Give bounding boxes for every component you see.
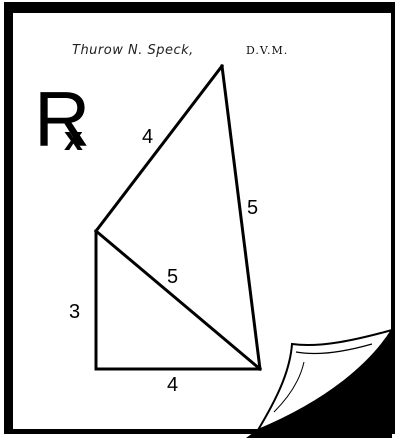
edge-top-left [93, 63, 225, 234]
edge-top-right [220, 64, 262, 371]
rx-cross: x [64, 120, 83, 158]
curl-inner-line [273, 361, 305, 413]
edge-diagonal [93, 228, 263, 372]
label-top-right: 5 [247, 197, 258, 219]
label-top-left: 4 [142, 126, 153, 148]
doctor-name: Thurow N. Speck, [72, 43, 194, 58]
label-left: 3 [69, 301, 80, 323]
rx-letter: R [34, 75, 90, 163]
label-diagonal: 5 [167, 266, 178, 288]
page-curl [255, 328, 395, 433]
triangle-figure [93, 63, 263, 372]
curl-fold-line [295, 343, 373, 355]
rx-symbol: R x [34, 75, 90, 163]
label-bottom: 4 [167, 374, 178, 396]
credential: D.V.M. [246, 44, 288, 57]
